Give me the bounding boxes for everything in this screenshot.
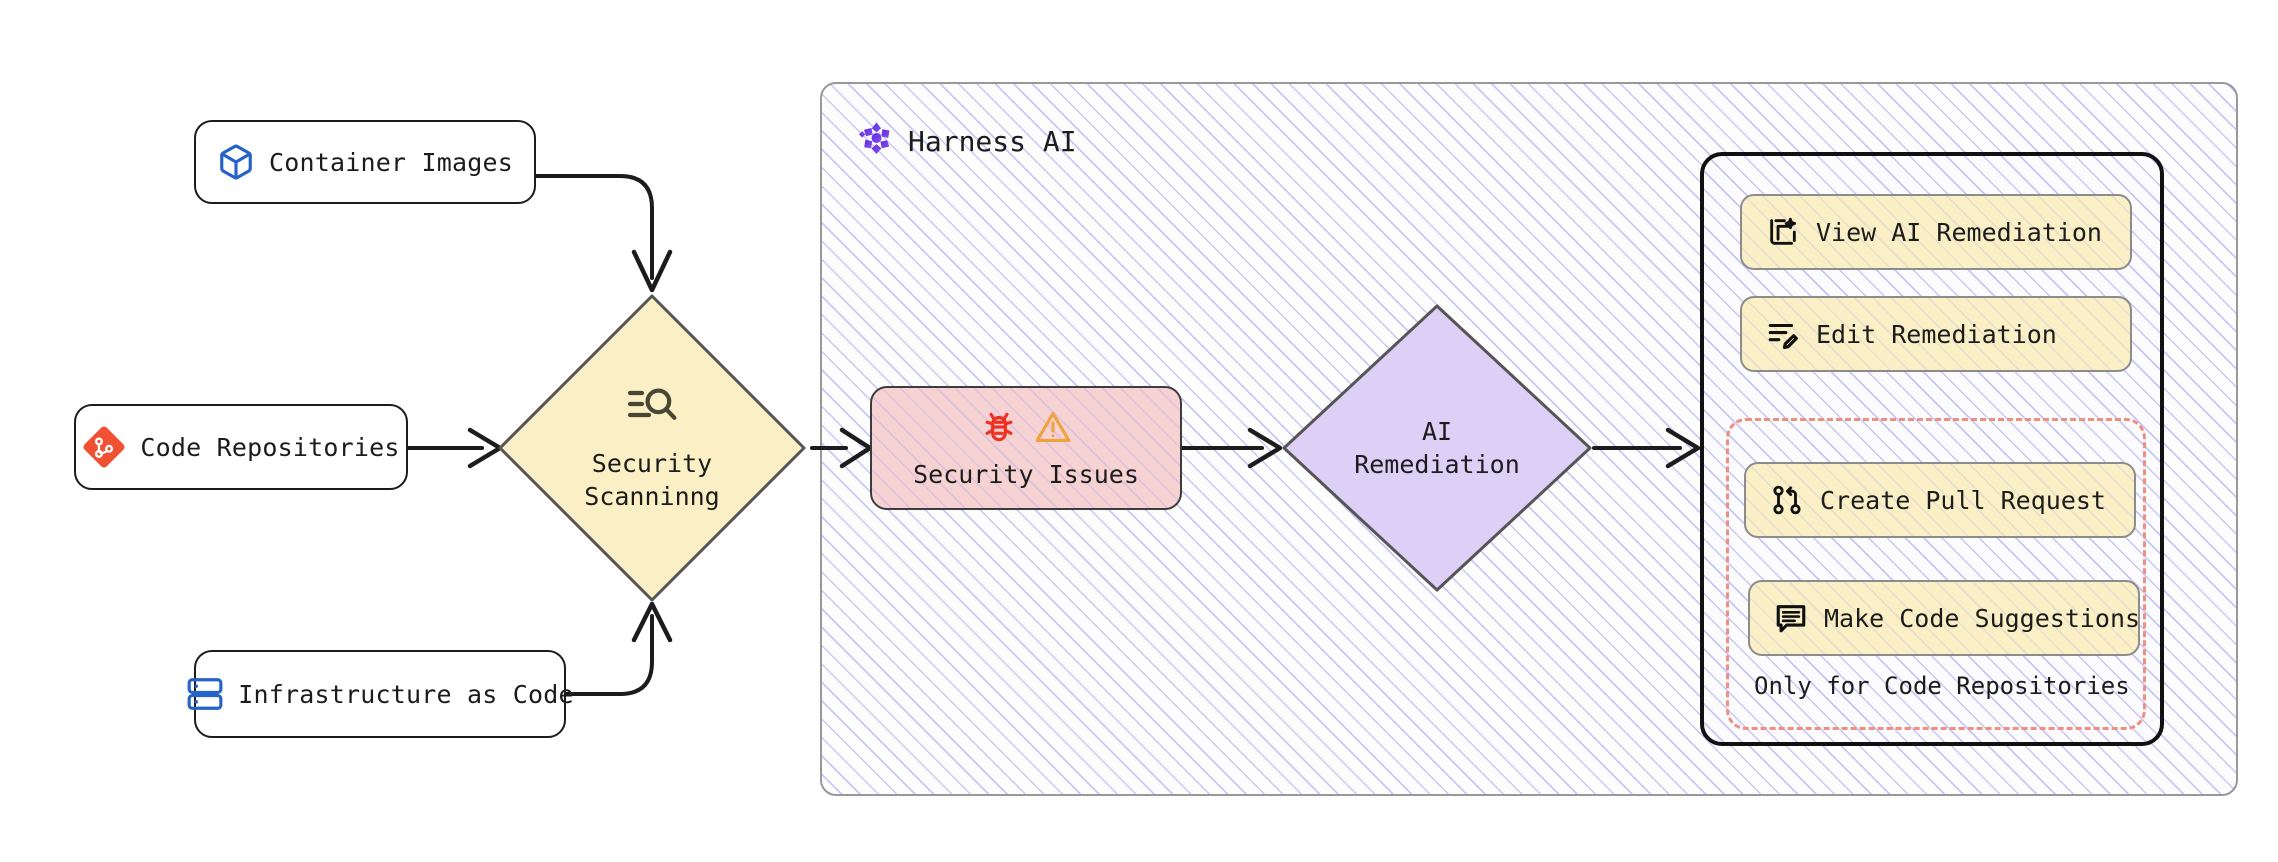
action-label-edit-remediation: Edit Remediation (1816, 319, 2057, 349)
pull-request-icon (1770, 483, 1804, 517)
security-scanning-node[interactable]: Security Scanninng (492, 288, 812, 608)
harness-ai-title: Harness AI (855, 118, 1077, 165)
edit-lines-pencil-icon (1766, 317, 1800, 351)
source-label-container-images: Container Images (268, 147, 514, 177)
source-node-container-images[interactable]: Container Images (194, 120, 536, 204)
edge-container-to-scan (534, 174, 673, 293)
ai-remediation-label-line1: AI (1421, 417, 1453, 446)
repo-only-label: Only for Code Repositories (1754, 672, 2130, 700)
action-label-view-ai-remediation: View AI Remediation (1816, 217, 2102, 247)
ai-remediation-diamond-shape (1278, 300, 1596, 596)
ai-remediation-node[interactable]: AI Remediation (1278, 300, 1596, 596)
action-label-make-code-suggestions: Make Code Suggestions (1824, 603, 2141, 633)
security-issues-node[interactable]: Security Issues (870, 386, 1182, 510)
action-button-create-pull-request[interactable]: Create Pull Request (1744, 462, 2136, 538)
action-button-edit-remediation[interactable]: Edit Remediation (1740, 296, 2132, 372)
scan-search-icon (584, 383, 719, 435)
source-node-code-repositories[interactable]: Code Repositories (74, 404, 408, 490)
source-label-code-repositories: Code Repositories (140, 432, 400, 462)
action-label-create-pull-request: Create Pull Request (1820, 485, 2106, 515)
ai-remediation-label-line2: Remediation (1354, 450, 1520, 479)
security-scanning-diamond-shape (492, 288, 812, 608)
source-label-infrastructure-as-code: Infrastructure as Code (238, 679, 574, 709)
security-issues-icon-row (980, 408, 1072, 452)
security-scanning-label-line1: Security (591, 449, 713, 478)
bug-icon (980, 408, 1018, 452)
edge-repos-to-scan (406, 427, 503, 469)
repo-only-dashed-group (1726, 418, 2146, 730)
git-diamond-icon (82, 425, 126, 469)
source-node-infrastructure-as-code[interactable]: Infrastructure as Code (187, 650, 574, 738)
action-button-view-ai-remediation[interactable]: View AI Remediation (1740, 194, 2132, 270)
edge-iac-to-scan (564, 601, 673, 696)
security-scanning-label-line2: Scanninng (584, 482, 720, 511)
warning-triangle-icon (1034, 408, 1072, 452)
ai-document-sparkle-icon (1766, 215, 1800, 249)
security-scanning-label-group: Security Scanninng (584, 383, 720, 513)
action-button-make-code-suggestions[interactable]: Make Code Suggestions (1748, 580, 2140, 656)
comment-lines-icon (1774, 601, 1808, 635)
harness-ai-title-text: Harness AI (908, 125, 1077, 158)
server-stack-icon (186, 675, 224, 713)
security-issues-label: Security Issues (913, 459, 1139, 489)
container-cube-icon (217, 143, 255, 181)
harness-pinwheel-icon (855, 118, 895, 165)
ai-remediation-label-group: AI Remediation (1354, 415, 1520, 481)
